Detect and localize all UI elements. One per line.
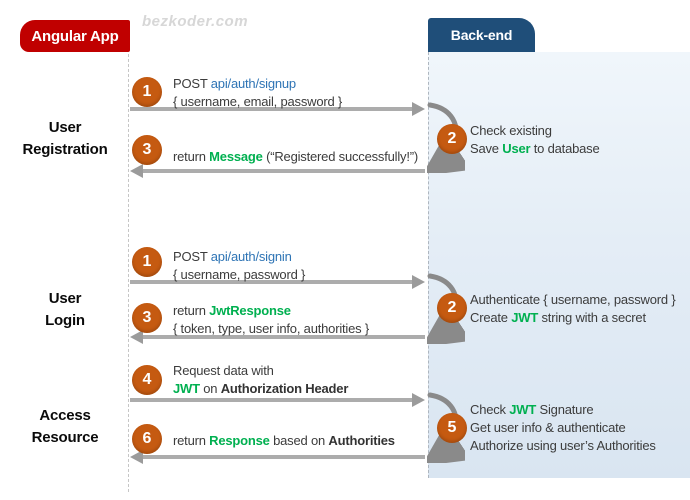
message-access-response: return Response based on Authorities bbox=[173, 432, 395, 450]
text-segment: Check existing bbox=[470, 123, 552, 138]
angular-app-label: Angular App bbox=[31, 27, 119, 45]
text-segment: Check bbox=[470, 402, 510, 417]
text-segment: Message bbox=[209, 149, 263, 164]
text-segment: POST bbox=[173, 249, 211, 264]
message-line: POST api/auth/signup bbox=[173, 75, 342, 93]
step-circle-registration-2: 2 bbox=[437, 124, 467, 154]
message-line: Save User to database bbox=[470, 140, 600, 158]
step-circle-access-4: 4 bbox=[132, 365, 162, 395]
message-line: Authorize using user’s Authorities bbox=[470, 437, 656, 455]
text-segment: return bbox=[173, 433, 210, 448]
text-segment: return bbox=[173, 149, 210, 164]
angular-app-box: Angular App bbox=[20, 20, 130, 52]
message-line: { username, password } bbox=[173, 266, 305, 284]
text-segment: Authorities bbox=[328, 433, 395, 448]
section-label-user-login: User Login bbox=[5, 288, 125, 332]
step-circle-access-5: 5 bbox=[437, 413, 467, 443]
message-line: Create JWT string with a secret bbox=[470, 309, 675, 327]
step-circle-access-6: 6 bbox=[132, 424, 162, 454]
arrow-login-response bbox=[130, 330, 425, 344]
section-label-line: Access bbox=[39, 407, 91, 424]
watermark: bezkoder.com bbox=[142, 13, 249, 30]
text-segment: User bbox=[502, 141, 531, 156]
step-circle-login-2: 2 bbox=[437, 293, 467, 323]
text-segment: Signature bbox=[536, 402, 594, 417]
section-label-line: Resource bbox=[31, 429, 99, 446]
text-segment: api/auth/signin bbox=[210, 249, 292, 264]
message-line: { token, type, user info, authorities } bbox=[173, 320, 369, 338]
message-line: return Response based on Authorities bbox=[173, 432, 395, 450]
text-segment: on bbox=[199, 381, 221, 396]
message-access-backend: Check JWT Signature Get user info & auth… bbox=[470, 401, 656, 455]
message-line: JWT on Authorization Header bbox=[173, 380, 348, 398]
text-segment: Create bbox=[470, 310, 512, 325]
text-segment: string with a secret bbox=[538, 310, 646, 325]
step-circle-registration-3: 3 bbox=[132, 135, 162, 165]
text-segment: Get user info & authenticate bbox=[470, 420, 626, 435]
section-label-line: Registration bbox=[22, 141, 108, 158]
message-registration-backend: Check existing Save User to database bbox=[470, 122, 600, 158]
section-label-user-registration: User Registration bbox=[5, 117, 125, 161]
text-segment: POST bbox=[173, 76, 211, 91]
text-segment: Response bbox=[209, 433, 270, 448]
text-segment: Authenticate { username, password } bbox=[470, 292, 676, 307]
message-line: Check JWT Signature bbox=[470, 401, 656, 419]
arrow-login-request bbox=[130, 275, 425, 289]
text-segment: Authorization Header bbox=[220, 381, 349, 396]
arrow-registration-response bbox=[130, 164, 425, 178]
text-segment: { token, type, user info, authorities } bbox=[173, 321, 369, 336]
arrow-registration-request bbox=[130, 102, 425, 116]
message-line: Get user info & authenticate bbox=[470, 419, 656, 437]
message-line: return Message (“Registered successfully… bbox=[173, 148, 418, 166]
message-line: { username, email, password } bbox=[173, 93, 342, 111]
section-label-line: User bbox=[48, 119, 82, 136]
section-label-line: User bbox=[48, 290, 82, 307]
lifeline-angular-app bbox=[128, 54, 129, 492]
message-line: Check existing bbox=[470, 122, 600, 140]
text-segment: Request data with bbox=[173, 363, 274, 378]
message-line: POST api/auth/signin bbox=[173, 248, 305, 266]
text-segment: api/auth/signup bbox=[210, 76, 296, 91]
step-circle-login-3: 3 bbox=[132, 303, 162, 333]
text-segment: JWT bbox=[173, 381, 200, 396]
message-line: return JwtResponse bbox=[173, 302, 369, 320]
message-login-backend: Authenticate { username, password } Crea… bbox=[470, 291, 676, 327]
arrow-access-request bbox=[130, 393, 425, 407]
text-segment: { username, password } bbox=[173, 267, 306, 282]
message-registration-response: return Message (“Registered successfully… bbox=[173, 148, 418, 166]
step-circle-registration-1: 1 bbox=[132, 77, 162, 107]
text-segment: (“Registered successfully!”) bbox=[262, 149, 419, 164]
message-line: Authenticate { username, password } bbox=[470, 291, 676, 309]
message-login-response: return JwtResponse { token, type, user i… bbox=[173, 302, 369, 338]
section-label-line: Login bbox=[45, 312, 85, 329]
text-segment: Save bbox=[470, 141, 503, 156]
text-segment: JWT bbox=[509, 402, 537, 417]
text-segment: { username, email, password } bbox=[173, 94, 343, 109]
text-segment: based on bbox=[269, 433, 329, 448]
message-registration-request: POST api/auth/signup { username, email, … bbox=[173, 75, 342, 111]
message-line: Request data with bbox=[173, 362, 348, 380]
message-login-request: POST api/auth/signin { username, passwor… bbox=[173, 248, 305, 284]
step-circle-login-1: 1 bbox=[132, 247, 162, 277]
text-segment: JwtResponse bbox=[209, 303, 291, 318]
message-access-request: Request data with JWT on Authorization H… bbox=[173, 362, 348, 398]
backend-label: Back-end bbox=[450, 27, 513, 43]
text-segment: Authorize using user’s Authorities bbox=[470, 438, 656, 453]
backend-activation-panel bbox=[428, 52, 690, 478]
text-segment: to database bbox=[530, 141, 600, 156]
arrow-access-response bbox=[130, 450, 425, 464]
section-label-access-resource: Access Resource bbox=[5, 405, 125, 449]
text-segment: return bbox=[173, 303, 210, 318]
backend-box: Back-end bbox=[428, 18, 535, 52]
text-segment: JWT bbox=[511, 310, 539, 325]
